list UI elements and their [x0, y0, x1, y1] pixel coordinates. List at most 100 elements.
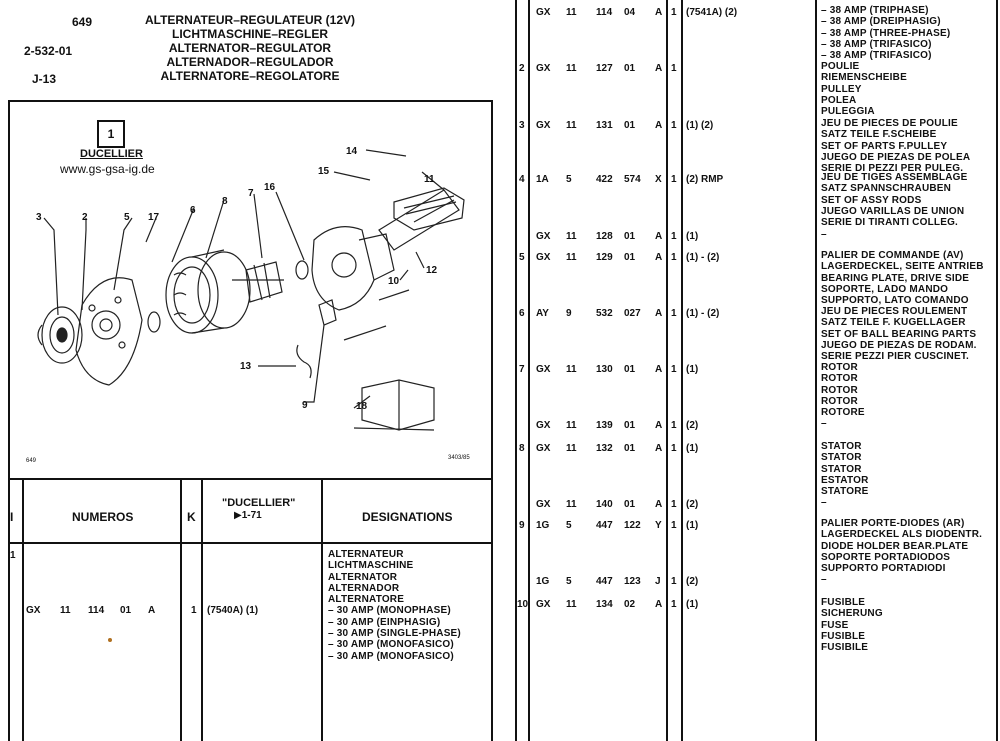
right-row-4-code-0: GX: [536, 231, 551, 242]
title-block: ALTERNATEUR–REGULATEUR (12V) LICHTMASCHI…: [140, 13, 360, 83]
right-row-9-des-2: STATOR: [821, 463, 862, 475]
right-row-5-index: 5: [519, 252, 525, 263]
right-row-12-des-0: –: [821, 574, 827, 585]
right-row-2-code-3: 01: [624, 120, 636, 131]
right-row-11-des-4: SUPPORTO PORTADIODI: [821, 563, 946, 575]
right-row-12-code-2: 447: [596, 576, 613, 587]
right-row-12-code-0: 1G: [536, 576, 550, 587]
row-1-des-0: ALTERNATEUR: [328, 549, 404, 560]
right-row-11-code-1: 5: [566, 520, 572, 531]
right-row-5-code-3: 01: [624, 252, 636, 263]
designation-right-border: [491, 478, 493, 741]
right-row-9-qty: 1: [671, 443, 677, 454]
diagram-bottom-border: [8, 478, 493, 480]
right-row-2-code-0: GX: [536, 120, 551, 131]
right-row-13-code-2: 134: [596, 599, 613, 610]
right-row-0-des-4: – 38 AMP (TRIFASICO): [821, 50, 932, 62]
right-row-4-des-0: –: [821, 229, 827, 240]
col-divider-numeros: [180, 478, 182, 741]
right-row-2-des-0: JEU DE PIECES DE POULIE: [821, 118, 958, 129]
right-row-12-code-4: J: [655, 576, 661, 587]
right-row-1-des-1: RIEMENSCHEIBE: [821, 72, 907, 84]
callout-16: 16: [264, 182, 276, 193]
callout-18: 18: [356, 401, 368, 412]
title-es: ALTERNADOR–REGULADOR: [166, 55, 334, 69]
right-row-5-des-2: BEARING PLATE, DRIVE SIDE: [821, 272, 970, 284]
right-row-8-des-0: –: [821, 418, 827, 429]
right-row-7-des-4: ROTORE: [821, 407, 865, 419]
pulley-drawing: [37, 306, 83, 364]
right-row-13-index: 10: [517, 599, 529, 610]
figure-number-box: 1: [97, 120, 125, 148]
right-row-13-code-1: 11: [566, 599, 577, 610]
brush-holder-drawing: [318, 299, 337, 326]
right-row-9-code-4: A: [655, 443, 663, 454]
right-row-7-code-1: 11: [566, 364, 577, 375]
right-row-3-des-4: SERIE DI TIRANTI COLLEG.: [821, 217, 959, 229]
right-row-5-designations: PALIER DE COMMANDE (AV)LAGERDECKEL, SEIT…: [821, 250, 984, 306]
right-col-divider-1: [515, 0, 517, 741]
right-row-7-des-1: ROTOR: [821, 373, 858, 385]
right-row-7-note: (1): [686, 364, 699, 375]
right-row-12-qty: 1: [671, 576, 677, 587]
fuse-drawing: [353, 379, 435, 431]
header-divider: [8, 100, 493, 102]
right-row-3-code-3: 574: [624, 174, 641, 185]
right-row-10-code-1: 11: [566, 499, 577, 510]
right-row-3-note: (2) RMP: [686, 174, 724, 185]
right-row-10-code-3: 01: [624, 499, 636, 510]
right-row-8-code-3: 01: [624, 420, 636, 431]
right-row-1-code-4: A: [655, 63, 663, 74]
right-row-9-des-4: STATORE: [821, 486, 869, 498]
right-row-6-des-1: SATZ TEILE F. KUGELLAGER: [821, 317, 966, 329]
callout-6: 6: [190, 205, 196, 216]
right-row-7-qty: 1: [671, 364, 677, 375]
row-1-des-3: ALTERNADOR: [328, 582, 400, 594]
row-1-designations: ALTERNATEUR LICHTMASCHINE ALTERNATOR ALT…: [328, 549, 461, 662]
title-fr: ALTERNATEUR–REGULATEUR (12V): [144, 13, 355, 27]
callout-3: 3: [36, 212, 42, 223]
drive-plate-drawing: [75, 277, 143, 386]
row-1-des-1: LICHTMASCHINE: [328, 560, 414, 572]
reference-code-2: J-13: [32, 72, 57, 86]
right-row-12-designations: –: [821, 574, 827, 585]
right-row-5-code-2: 129: [596, 252, 613, 263]
right-row-1-code-2: 127: [596, 63, 613, 74]
right-row-11-index: 9: [519, 520, 525, 531]
right-row-3-des-0: JEU DE TIGES ASSEMBLAGE: [821, 172, 968, 183]
callout-10: 10: [388, 276, 400, 287]
right-row-2-des-4: SERIE DI PEZZI PER PULEG.: [821, 163, 964, 175]
right-row-1-code-3: 01: [624, 63, 636, 74]
right-row-8-qty: 1: [671, 420, 677, 431]
right-row-7-code-2: 130: [596, 364, 613, 375]
exploded-diagram: [37, 149, 465, 431]
right-row-1-des-2: PULLEY: [821, 83, 862, 95]
callout-7: 7: [248, 188, 254, 199]
right-row-6-des-4: SERIE PEZZI PIER CUSCINET.: [821, 351, 970, 363]
row-1-code-a: GX: [26, 605, 41, 616]
right-row-1-index: 2: [519, 63, 525, 74]
callout-9: 9: [302, 400, 308, 411]
callout-17: 17: [148, 212, 160, 223]
left-page-border: [8, 100, 10, 741]
right-row-5-des-3: SOPORTE, LADO MANDO: [821, 283, 949, 295]
right-row-9-des-0: STATOR: [821, 441, 862, 452]
title-it: ALTERNATORE–REGOLATORE: [160, 69, 340, 83]
right-row-8-designations: –: [821, 418, 827, 429]
right-row-7-des-0: ROTOR: [821, 362, 858, 373]
right-row-7-index: 7: [519, 364, 525, 375]
smudge-mark: [108, 638, 112, 642]
right-row-7-des-2: ROTOR: [821, 384, 858, 396]
wire-drawing: [296, 344, 312, 379]
row-1-code-e: A: [148, 605, 156, 616]
title-en: ALTERNATOR–REGULATOR: [168, 41, 332, 55]
right-row-3-code-4: X: [655, 174, 662, 185]
right-row-6-index: 6: [519, 308, 525, 319]
right-row-11-designations: PALIER PORTE-DIODES (AR)LAGERDECKEL ALS …: [821, 518, 982, 574]
right-row-9-note: (1): [686, 443, 699, 454]
right-row-6-code-2: 532: [596, 308, 613, 319]
